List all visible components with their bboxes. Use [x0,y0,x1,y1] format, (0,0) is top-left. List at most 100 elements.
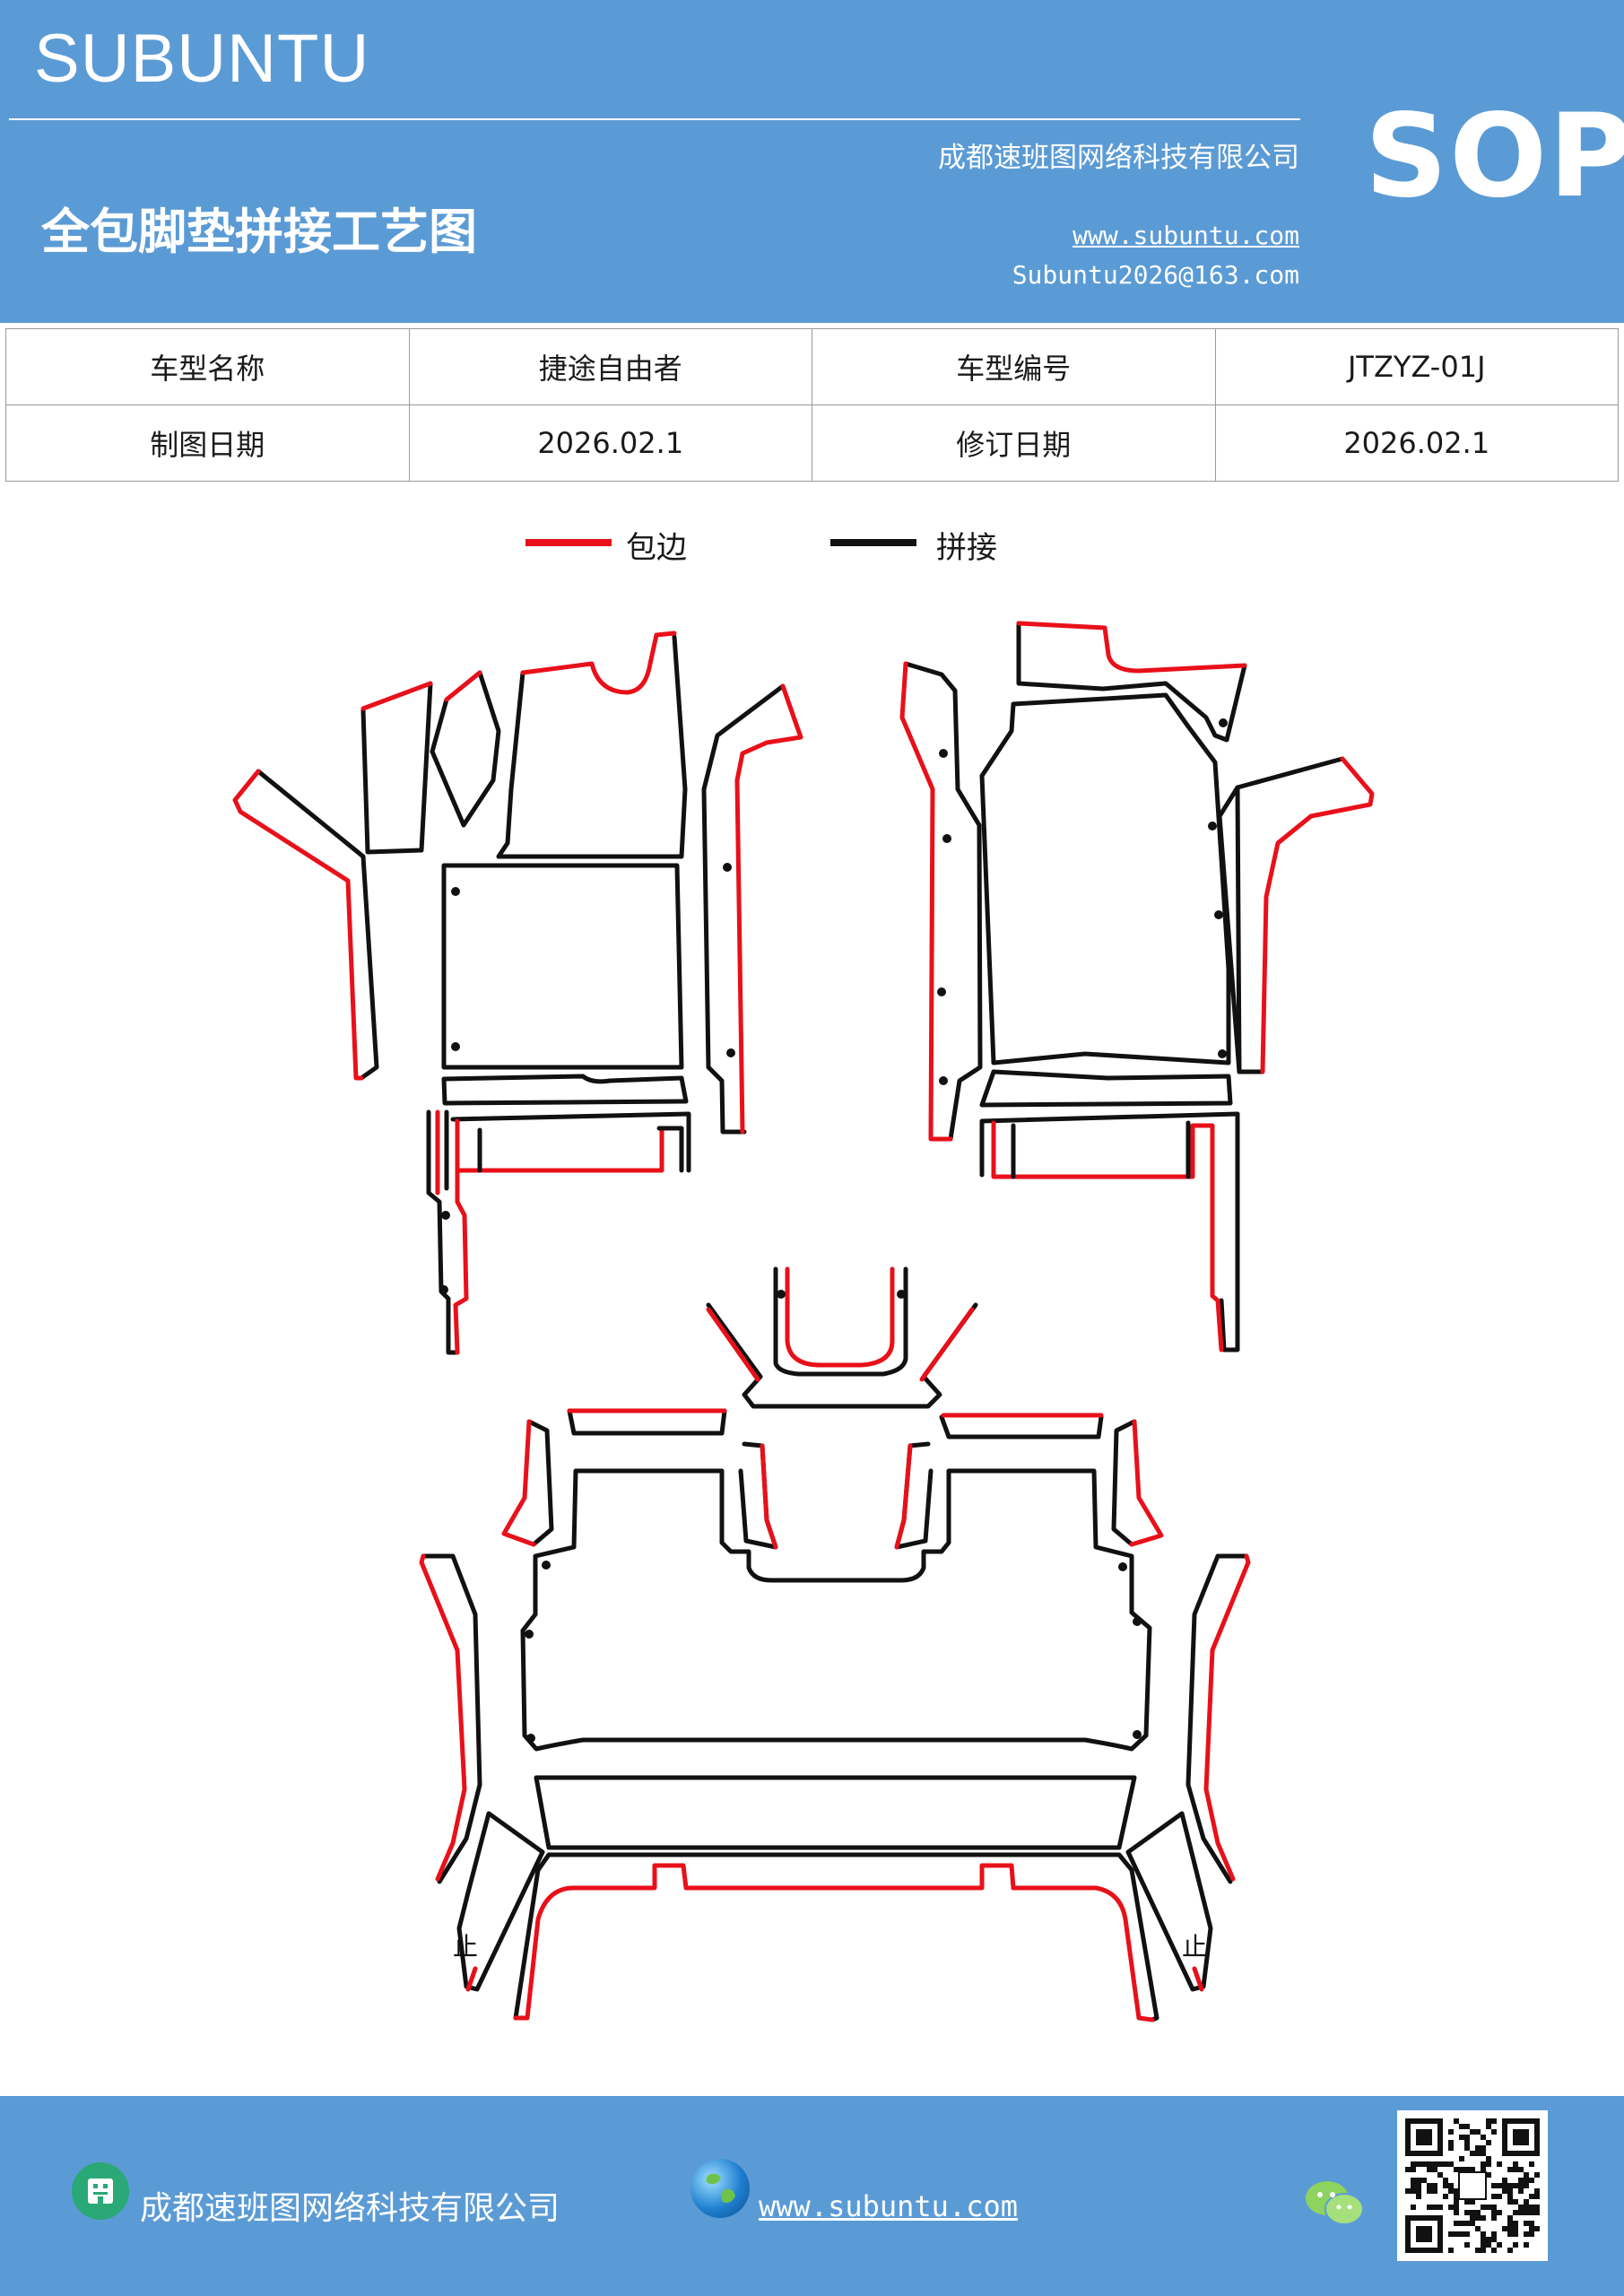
vehicle-info-table: 车型名称 捷途自由者 车型编号 JTZYZ-01J 制图日期 2026.02.1… [5,328,1619,482]
footer-website-link[interactable]: www.subuntu.com [759,2189,1018,2223]
mat-piece [419,1553,467,1882]
building-icon [72,2162,129,2220]
mat-piece [1260,756,1375,1074]
mat-piece [734,683,803,1135]
rivet-dot [525,1630,534,1639]
mat-piece [1235,785,1242,1074]
mat-piece [1129,1419,1164,1547]
mat-piece [899,661,953,1142]
mat-piece [232,769,364,1081]
globe-icon [690,2159,750,2218]
brand-logo-text: SUBUNTU [34,21,370,97]
rivet-dot [542,1561,551,1570]
rivet-dot [897,1290,906,1299]
mat-piece [441,863,684,1070]
mat-piece [501,1419,536,1547]
company-name: 成都速班图网络科技有限公司 [938,142,1299,174]
front-right-mat-set [899,621,1375,1352]
mat-piece [465,1966,478,1992]
rivet-dot [451,1042,460,1051]
footer-banner: 成都速班图网络科技有限公司 www.subuntu.com [0,2096,1624,2296]
rivet-dot [451,887,460,896]
rivet-dot [723,863,732,872]
mat-piece [1203,1553,1251,1882]
mat-piece [991,1120,1224,1352]
mat-piece [760,1443,778,1550]
front-left-mat-set [232,631,803,1355]
mat-piece [256,769,379,1081]
rivet-dot [726,1048,735,1057]
rivet-dot [939,749,948,758]
table-row: 制图日期 2026.02.1 修订日期 2026.02.1 [5,404,1619,482]
rivet-dot [1214,910,1223,919]
mat-piece [526,1419,554,1547]
mat-piece [426,1109,460,1355]
mat-piece [360,681,433,855]
value-drawing-date: 2026.02.1 [408,404,812,482]
mat-piece [496,634,688,859]
mat-piece [513,1863,1155,2022]
mat-piece [360,681,433,711]
mat-piece [894,1443,913,1550]
page-title: 全包脚垫拼接工艺图 [41,203,477,260]
mat-piece [1111,1419,1137,1547]
mat-piece [1217,756,1345,1074]
mat-piece [477,1126,684,1173]
legend-label: 包边 [626,530,687,566]
mat-piece [567,1408,727,1436]
website-link[interactable]: www.subuntu.com [1073,221,1299,250]
mat-piece [430,670,501,828]
mat-piece [979,1069,1233,1108]
rivet-dot [942,834,951,843]
mat-piece [520,1468,1152,1752]
rivet-dot [1118,1562,1127,1571]
rivet-dot [1208,822,1217,831]
mat-piece [1011,1120,1191,1179]
value-model-name: 捷途自由者 [408,328,812,405]
mat-piece [785,1266,895,1368]
mat-piece [903,661,983,1142]
header-banner: SUBUNTU 成都速班图网络科技有限公司 全包脚垫拼接工艺图 www.subu… [0,0,1624,323]
mat-piece [1016,621,1247,674]
email-address[interactable]: Subuntu2026@163.com [1012,260,1299,290]
rivet-dot [939,1076,948,1085]
rivet-dot [1133,1730,1142,1739]
floor-mat-splicing-diagram: 止 止 [232,621,1375,2022]
legend-label: 拼接 [936,530,997,566]
wechat-icon[interactable] [1304,2177,1367,2231]
header-divider [9,118,1300,120]
legend-swatch-red [525,539,612,546]
mat-piece [513,1852,1159,2022]
sop-badge: SOP [1365,90,1624,223]
footer-company-name: 成都速班图网络科技有限公司 [140,2190,560,2227]
rivet-dot [777,1290,786,1299]
rivet-dot [441,1211,450,1220]
mat-piece [706,1307,975,1382]
rivet-dot [526,1734,535,1743]
rivet-dot [439,1285,448,1294]
mat-piece [444,670,482,702]
mat-piece [706,1302,978,1409]
label-drawing-date: 制图日期 [5,404,410,482]
label-model-code: 车型编号 [812,328,1216,405]
mat-piece [435,1109,469,1355]
mat-piece [939,1414,1104,1439]
mat-piece [1016,621,1247,743]
mat-piece [1125,1811,1213,1992]
mat-piece [441,1074,689,1106]
label-revision-date: 修订日期 [812,404,1216,482]
stop-mark: 止 [1182,1932,1207,1961]
mat-piece [701,683,786,1135]
value-model-code: JTZYZ-01J [1214,328,1619,405]
mat-piece [455,1126,664,1173]
mat-piece [1192,1966,1204,1992]
mat-piece [979,1111,1240,1352]
value-revision-date: 2026.02.1 [1214,404,1619,482]
qr-code[interactable] [1397,2110,1548,2261]
rear-mat-set: 止 止 [419,1266,1251,2022]
mat-piece [1185,1553,1249,1884]
legend-swatch-black [830,539,916,546]
mat-piece [421,1553,482,1884]
mat-piece [773,1266,908,1377]
mat-piece [979,692,1231,1065]
